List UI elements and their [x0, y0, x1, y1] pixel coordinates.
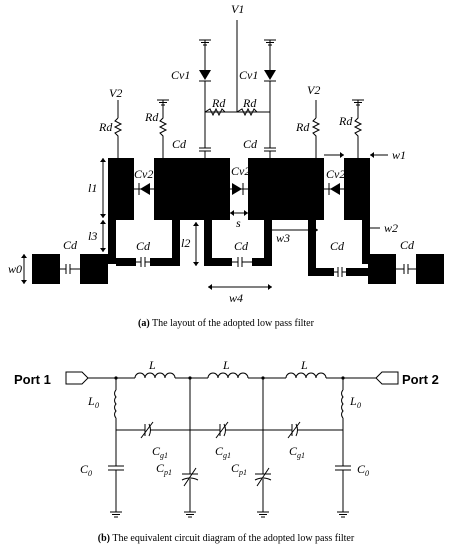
ground-icon: [109, 511, 123, 518]
varactor-cv2-2: [230, 183, 248, 195]
label-cp1-1-sub: p1: [163, 468, 172, 477]
circuit-panel: Port 1 Port 2: [14, 358, 439, 518]
label-rd-2: Rd: [242, 96, 257, 110]
label-v1: V1: [231, 2, 244, 16]
label-c0-right-sub: 0: [365, 469, 369, 478]
label-l-2: L: [222, 358, 230, 372]
label-cv2-3: Cv2: [326, 167, 345, 181]
layout-panel: V1 V2 V2 Cv1 Cv1 Rd Rd Rd Rd Rd Rd Cd Cd…: [8, 2, 444, 305]
resistor-rd-4: [158, 100, 168, 158]
label-cd-top-right: Cd: [243, 137, 258, 151]
port1-label: Port 1: [14, 372, 51, 387]
label-cg1-1: C: [152, 444, 161, 458]
pad-left-wide: [154, 158, 230, 220]
ground-icon: [336, 511, 350, 518]
resistor-rd-2: [236, 107, 270, 117]
label-rd-4: Rd: [144, 110, 159, 124]
caption-a-text: The layout of the adopted low pass filte…: [149, 318, 314, 329]
label-l0-left: L: [87, 394, 95, 408]
label-cg1-3: C: [289, 444, 298, 458]
port2-symbol: [375, 371, 399, 385]
label-rd-3: Rd: [98, 120, 113, 134]
label-w2: w2: [384, 221, 398, 235]
label-l3: l3: [88, 229, 97, 243]
label-l0-right-sub: 0: [357, 401, 361, 410]
varactor-cv2-3: [324, 183, 344, 195]
port2-label: Port 2: [402, 372, 439, 387]
line-pad-left: [80, 254, 108, 284]
pad-right-narrow: [344, 158, 370, 220]
label-c0-left-sub: 0: [88, 469, 92, 478]
label-l0-left-sub: 0: [95, 401, 99, 410]
label-cg1-3-sub: g1: [297, 451, 305, 460]
label-rd-1: Rd: [211, 96, 226, 110]
ground-icon: [183, 511, 197, 518]
label-s: s: [236, 216, 241, 230]
caption-b-text: The equivalent circuit diagram of the ad…: [110, 533, 355, 544]
label-v2-right: V2: [307, 83, 320, 97]
caption-b: (b) The equivalent circuit diagram of th…: [0, 533, 452, 544]
dimension-lines: [23, 154, 388, 288]
label-rd-6: Rd: [338, 114, 353, 128]
label-v2-left: V2: [109, 86, 122, 100]
capacitor-cp1-2: [254, 467, 272, 487]
inductor-l-1: [134, 372, 176, 379]
label-l-3: L: [300, 358, 308, 372]
label-cg1-2-sub: g1: [223, 451, 231, 460]
label-w0: w0: [8, 262, 22, 276]
caption-a: (a) The layout of the adopted low pass f…: [0, 318, 452, 329]
resistor-rd-1: [204, 107, 237, 117]
caption-a-letter: (a): [138, 318, 150, 329]
pad-left-narrow: [108, 158, 134, 220]
label-cd-b4: Cd: [330, 239, 345, 253]
label-cd-b2: Cd: [136, 239, 151, 253]
port-pad-left: [32, 254, 60, 284]
label-w3: w3: [276, 231, 290, 245]
inductor-l-2: [207, 372, 249, 379]
label-cd-top-left: Cd: [172, 137, 187, 151]
label-cp1-1: C: [156, 461, 165, 475]
varactor-cv2-1: [134, 183, 154, 195]
varactor-cv1-right: [264, 70, 276, 80]
label-cv2-1: Cv2: [134, 167, 153, 181]
label-cv1-left: Cv1: [171, 68, 190, 82]
label-cd-b3: Cd: [234, 239, 249, 253]
label-cv2-2: Cv2: [231, 164, 250, 178]
port1-symbol: [65, 371, 89, 385]
inductor-l0-right: [341, 389, 344, 419]
resistor-rd-5: [311, 117, 321, 158]
capacitor-cp1-1: [181, 467, 199, 487]
label-rd-5: Rd: [295, 120, 310, 134]
label-l1: l1: [88, 181, 97, 195]
pad-right-wide: [248, 158, 324, 220]
inductor-l-3: [285, 372, 327, 379]
label-l-1: L: [148, 358, 156, 372]
ground-icon: [256, 511, 270, 518]
label-cg1-1-sub: g1: [160, 451, 168, 460]
label-l2: l2: [181, 236, 190, 250]
label-cp1-2: C: [231, 461, 240, 475]
label-c0-left: C: [80, 462, 89, 476]
label-cg1-2: C: [215, 444, 224, 458]
line-pad-right: [368, 254, 396, 284]
inductor-l0-left: [114, 389, 117, 419]
label-cd-b1: Cd: [63, 238, 78, 252]
label-cv1-right: Cv1: [239, 68, 258, 82]
label-l0-right: L: [349, 394, 357, 408]
resistor-rd-3: [113, 117, 123, 158]
resistor-rd-6: [353, 100, 363, 158]
varactor-cv1-left: [199, 70, 211, 80]
label-w1: w1: [392, 148, 406, 162]
label-cd-b5: Cd: [400, 238, 415, 252]
label-c0-right: C: [357, 462, 366, 476]
label-w4: w4: [229, 291, 243, 305]
port-pad-right: [416, 254, 444, 284]
caption-b-letter: (b): [97, 533, 111, 544]
label-cp1-2-sub: p1: [238, 468, 247, 477]
